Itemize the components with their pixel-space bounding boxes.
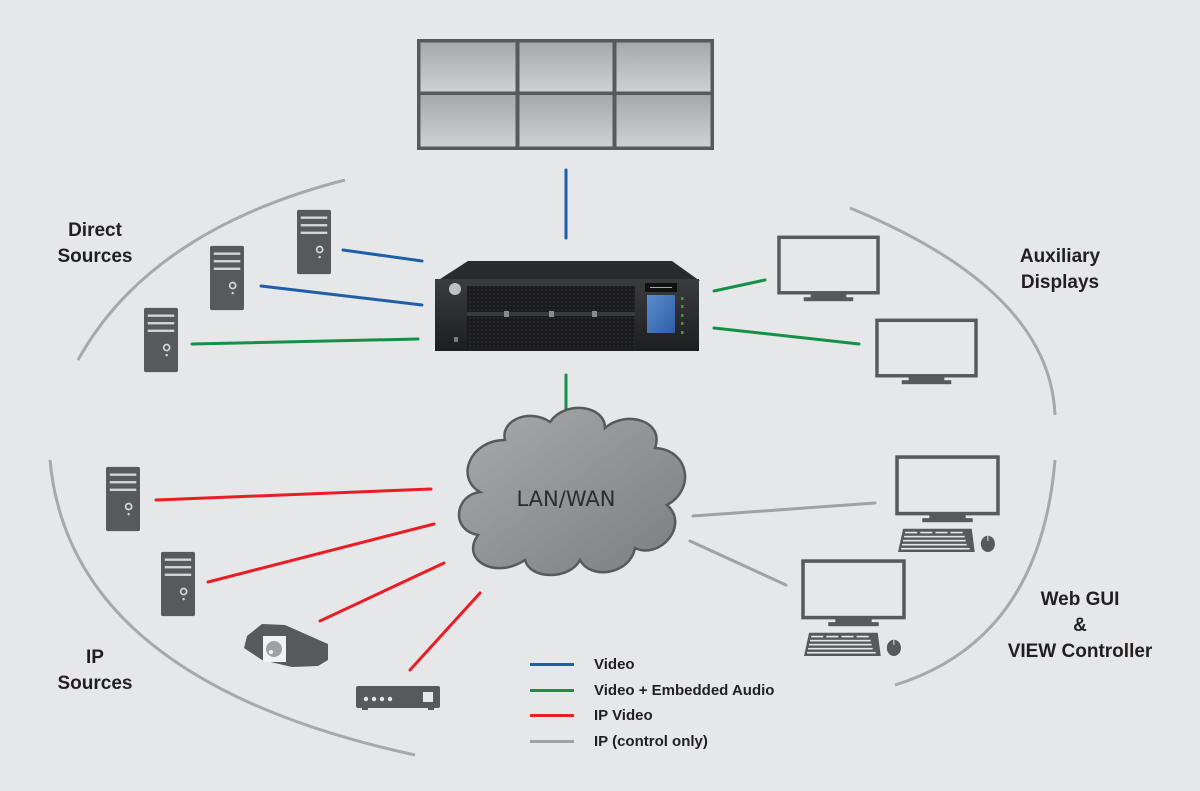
legend-swatch-ip-control	[530, 739, 574, 743]
link-direct-2-video	[259, 284, 424, 307]
video-wall-controller	[435, 261, 700, 351]
legend-swatch-video	[530, 663, 574, 667]
link-ip-camera	[318, 561, 446, 623]
label-web-gui: Web GUI & VIEW Controller	[990, 587, 1170, 665]
label-line: Sources	[57, 246, 133, 267]
label-line: IP	[86, 647, 104, 668]
wall-panel	[616, 42, 711, 92]
link-ip-1	[154, 487, 433, 502]
ip-source-pc-icon	[106, 466, 140, 532]
ip-source-pc-icon	[161, 551, 195, 617]
link-aux-2-av	[712, 326, 861, 346]
cloud-label: LAN/WAN	[516, 487, 615, 511]
auxiliary-display-icon	[875, 318, 978, 386]
legend-item-video-audio: Video + Embedded Audio	[530, 678, 774, 704]
label-line: &	[1073, 615, 1087, 636]
wall-panel	[420, 42, 516, 92]
label-line: VIEW Controller	[1007, 641, 1153, 662]
control-workstation-icon	[895, 455, 1000, 552]
direct-source-pc-icon	[210, 245, 244, 311]
link-direct-3-av	[190, 337, 420, 346]
label-line: Direct	[68, 220, 122, 241]
control-workstation-icon	[801, 559, 906, 656]
ip-camera-icon	[244, 624, 328, 667]
wall-panel	[519, 95, 613, 147]
link-ip-encoder	[408, 591, 482, 672]
link-aux-1-av	[712, 278, 767, 293]
label-line: Web GUI	[1040, 589, 1120, 610]
arc-direct-sources	[76, 178, 346, 361]
link-ip-2	[206, 522, 436, 584]
link-control-2	[688, 539, 788, 587]
wall-panel	[420, 95, 516, 147]
legend: Video Video + Embedded Audio IP Video IP…	[530, 652, 774, 754]
label-line: Auxiliary	[1019, 246, 1101, 267]
lcd-screen	[647, 295, 675, 333]
lan-wan-cloud: LAN/WAN	[457, 406, 687, 577]
label-line: Sources	[57, 673, 133, 694]
link-direct-1-video	[341, 248, 424, 263]
legend-label: IP (control only)	[594, 732, 708, 750]
legend-label: Video	[594, 656, 635, 674]
arc-web-gui	[894, 459, 1057, 687]
direct-source-pc-icon	[297, 209, 331, 275]
link-control-1	[691, 501, 877, 518]
legend-item-video: Video	[530, 652, 774, 678]
legend-swatch-ip-video	[530, 714, 574, 718]
ip-encoder-icon	[356, 686, 440, 710]
connections	[154, 168, 877, 672]
label-direct-sources: Direct Sources	[40, 218, 150, 270]
power-button-icon	[449, 283, 461, 295]
direct-source-pc-icon	[144, 307, 178, 373]
legend-label: IP Video	[594, 707, 653, 725]
video-wall	[417, 39, 714, 150]
label-auxiliary-displays: Auxiliary Displays	[1000, 244, 1120, 296]
label-line: Displays	[1020, 272, 1100, 293]
legend-swatch-video-audio	[530, 688, 574, 692]
legend-label: Video + Embedded Audio	[594, 681, 775, 699]
label-ip-sources: IP Sources	[40, 645, 150, 697]
arc-ip-sources	[48, 459, 416, 757]
wall-panel	[616, 95, 711, 147]
grouping-arcs	[48, 178, 1057, 757]
wall-panel	[519, 42, 613, 92]
legend-item-ip-video: IP Video	[530, 703, 774, 729]
legend-item-ip-control: IP (control only)	[530, 729, 774, 755]
arc-auxiliary-displays	[849, 206, 1057, 416]
auxiliary-display-icon	[777, 235, 880, 303]
